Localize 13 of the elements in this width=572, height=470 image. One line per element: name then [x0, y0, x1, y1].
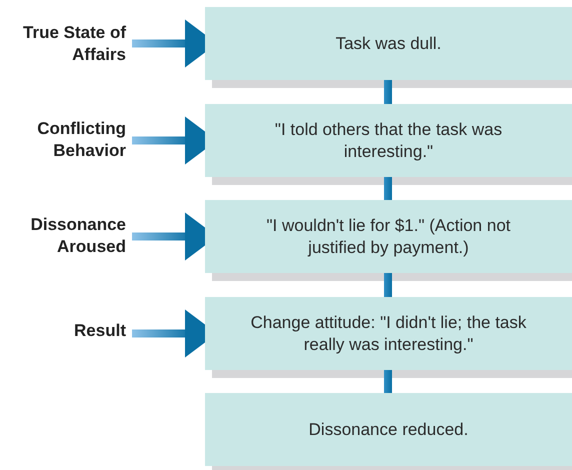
stage-label: True State of Affairs — [0, 20, 126, 68]
process-box: Task was dull. — [205, 7, 572, 80]
process-box: Change attitude: "I didn't lie; the task really was interesting." — [205, 297, 572, 370]
connector-bar — [384, 80, 392, 104]
stage-label: Dissonance Aroused — [0, 212, 126, 260]
process-box: "I wouldn't lie for $1." (Action not justified by payment.) — [205, 200, 572, 273]
stage-label: Conflicting Behavior — [0, 116, 126, 164]
connector-bar — [384, 370, 392, 393]
connector-bar — [384, 273, 392, 297]
process-box: "I told others that the task was interesting." — [205, 104, 572, 177]
process-box: Dissonance reduced. — [205, 393, 572, 466]
stage-label: Result — [0, 318, 126, 344]
connector-bar — [384, 177, 392, 200]
